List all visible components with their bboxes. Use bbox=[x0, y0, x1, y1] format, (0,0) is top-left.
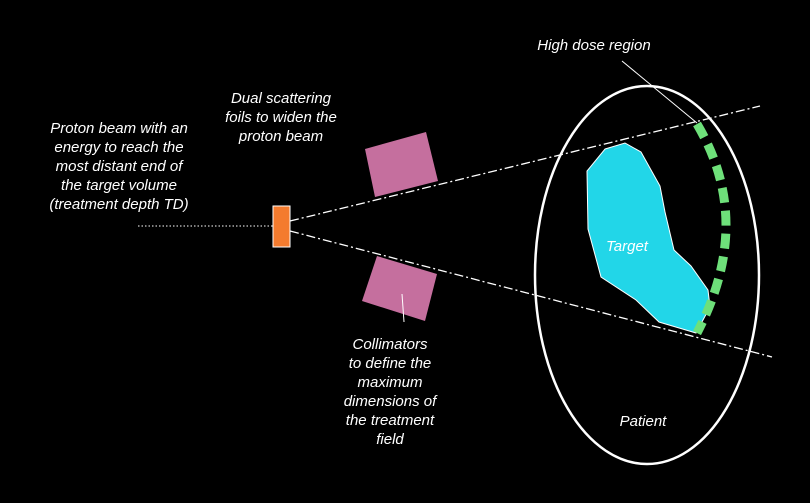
proton-beam-label: Proton beam with an energy to reach the … bbox=[49, 120, 189, 213]
high-dose-region bbox=[693, 121, 731, 336]
collimators-label: Collimators to define the maximum dimens… bbox=[343, 336, 437, 448]
dual-scattering-label: Dual scattering foils to widen the proto… bbox=[225, 90, 337, 145]
collimator-leader-line bbox=[401, 293, 405, 323]
high-dose-region-label: High dose region bbox=[537, 37, 651, 54]
upper-beam-boundary bbox=[289, 105, 761, 222]
patient-outline bbox=[533, 84, 761, 466]
high-dose-leader-line bbox=[621, 60, 698, 124]
lower-collimator bbox=[362, 256, 437, 321]
target-label: Target bbox=[606, 238, 648, 255]
target-volume bbox=[586, 142, 711, 334]
scattering-foil bbox=[272, 205, 291, 248]
patient-label: Patient bbox=[619, 413, 667, 430]
upper-collimator bbox=[365, 132, 438, 197]
lower-beam-boundary bbox=[289, 230, 773, 358]
